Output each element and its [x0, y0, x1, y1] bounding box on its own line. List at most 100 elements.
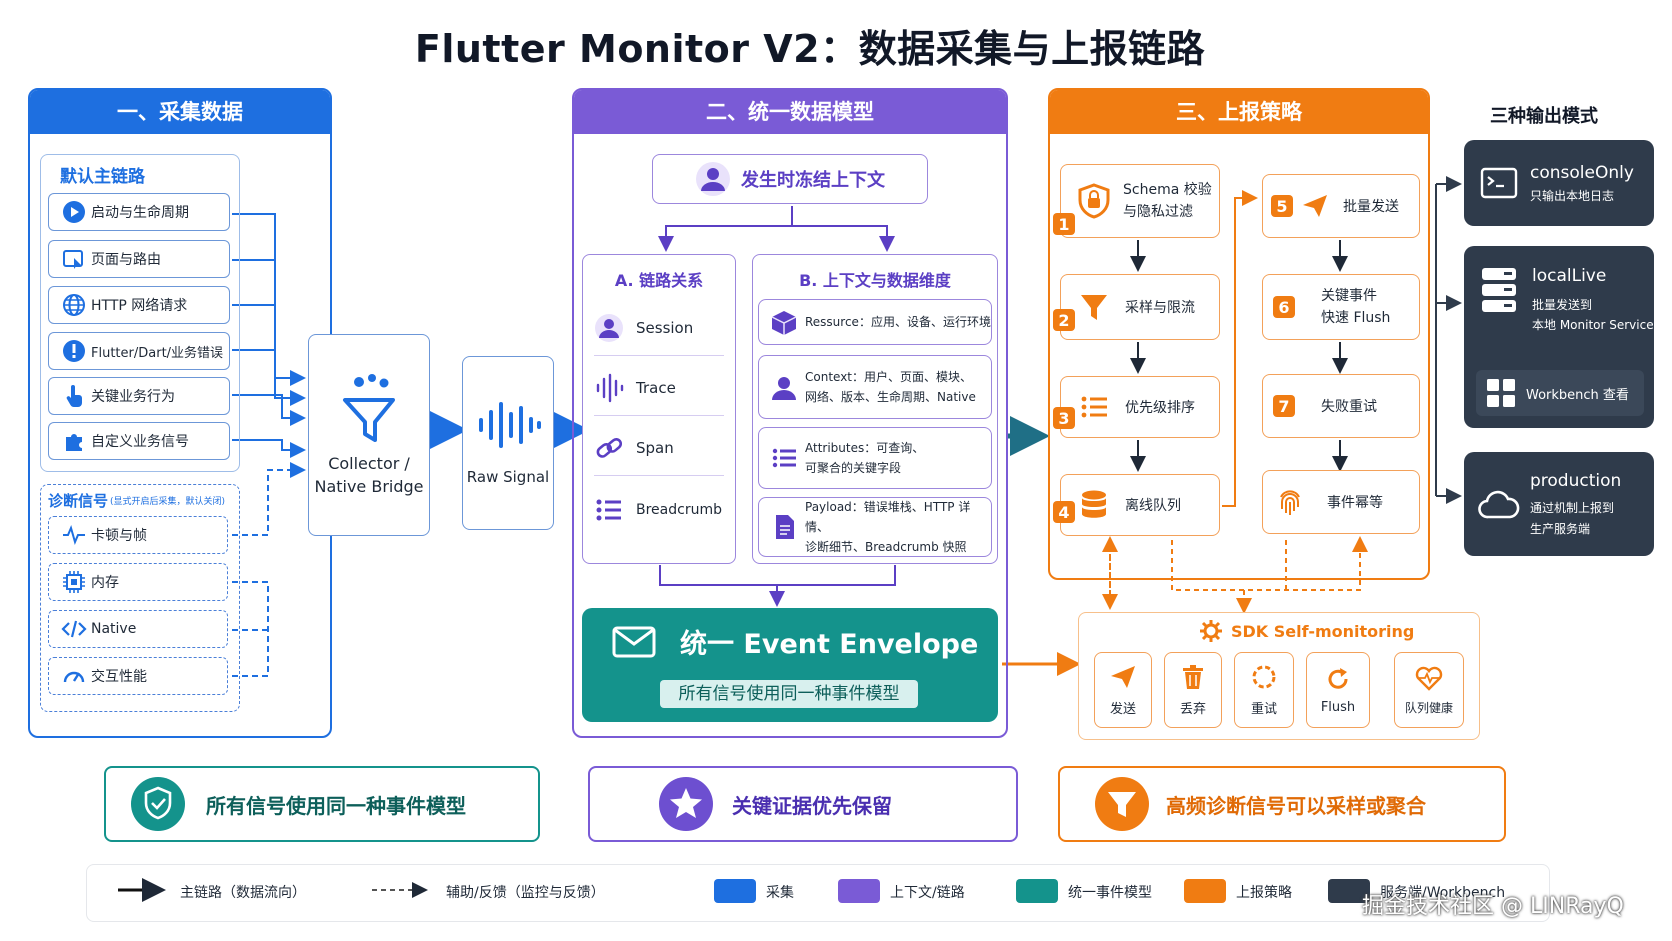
- step-number: 4: [1053, 501, 1075, 523]
- freeze-context-box[interactable]: 发生时冻结上下文: [652, 154, 928, 204]
- output-production[interactable]: production 通过机制上报到 生产服务端: [1464, 452, 1654, 556]
- diag-interaction[interactable]: 交互性能: [48, 657, 228, 695]
- selfmon-flush[interactable]: Flush: [1306, 652, 1370, 728]
- step-fast-flush[interactable]: 6 关键事件 快速 Flush: [1262, 274, 1420, 340]
- step-line2: 快速 Flush: [1321, 310, 1391, 326]
- source-lifecycle[interactable]: 启动与生命周期: [48, 193, 230, 231]
- output-name: production: [1530, 471, 1622, 491]
- diag-native[interactable]: Native: [48, 610, 228, 648]
- workbench-row[interactable]: Workbench 查看: [1476, 370, 1644, 416]
- chain-relations-title: A. 链路关系: [614, 271, 704, 290]
- step-number: 1: [1053, 213, 1075, 235]
- step-priority[interactable]: 3 优先级排序: [1053, 376, 1220, 438]
- relation-breadcrumb[interactable]: Breadcrumb: [594, 482, 730, 538]
- step-sampling[interactable]: 2 采样与限流: [1053, 274, 1220, 340]
- output-text: production 通过机制上报到 生产服务端: [1530, 471, 1621, 537]
- selfmon-label: 重试: [1250, 701, 1277, 717]
- source-http[interactable]: HTTP 网络请求: [48, 286, 230, 324]
- shield-check-icon: [131, 777, 185, 831]
- terminal-icon: [1480, 167, 1518, 199]
- dimension-attributes[interactable]: Attributes：可查询、 可聚合的关键字段: [758, 427, 992, 489]
- selfmon-drop[interactable]: 丢弃: [1164, 652, 1222, 728]
- dimension-text: Context：用户、页面、模块、 网络、版本、生命周期、Native: [805, 367, 976, 407]
- dimension-line1: Context：用户、页面、模块、: [805, 370, 973, 384]
- output-name: consoleOnly: [1530, 162, 1634, 183]
- mail-icon: [612, 626, 656, 657]
- output-desc1: 批量发送到: [1532, 298, 1593, 312]
- selfmon-label: 发送: [1109, 701, 1136, 717]
- selfmon-retry[interactable]: 重试: [1234, 652, 1294, 728]
- alert-icon: [57, 339, 91, 363]
- strategy-section: 三、上报策略: [1048, 88, 1430, 580]
- source-business-action[interactable]: 关键业务行为: [48, 377, 230, 415]
- step-batch-send[interactable]: 5 批量发送: [1262, 174, 1420, 238]
- user-icon: [772, 377, 796, 400]
- step-offline-queue[interactable]: 4 离线队列: [1053, 474, 1220, 536]
- grid-icon: [1487, 379, 1515, 407]
- event-envelope-box[interactable]: 统一 Event Envelope 所有信号使用同一种事件模型: [582, 608, 998, 722]
- selfmon-send[interactable]: 发送: [1094, 652, 1152, 728]
- relation-span[interactable]: Span: [594, 420, 724, 476]
- step-number: 7: [1273, 395, 1295, 417]
- dimension-text: Attributes：可查询、 可聚合的关键字段: [805, 438, 924, 478]
- waveform-icon: [596, 373, 624, 402]
- selfmon-queue-health[interactable]: 队列健康: [1394, 652, 1464, 728]
- dimension-line2: 网络、版本、生命周期、Native: [805, 390, 976, 404]
- output-text: consoleOnly 只输出本地日志: [1530, 163, 1634, 204]
- step-text: Schema 校验 与隐私过滤: [1123, 179, 1212, 223]
- step-idempotent[interactable]: 事件幂等: [1262, 470, 1420, 534]
- send-icon: [1111, 665, 1135, 688]
- raw-signal-label: Raw Signal: [466, 468, 550, 486]
- step-retry[interactable]: 7 失败重试: [1262, 374, 1420, 438]
- diagnostic-title: 诊断信号: [48, 492, 109, 510]
- step-line1: 失败重试: [1321, 399, 1377, 415]
- envelope-title-row: 统一 Event Envelope: [612, 622, 978, 661]
- collector-bridge[interactable]: Collector / Native Bridge: [308, 334, 430, 536]
- database-icon: [1082, 490, 1106, 518]
- diag-label: 内存: [91, 575, 119, 591]
- step-schema-validation[interactable]: 1 Schema 校验 与隐私过滤: [1053, 164, 1220, 238]
- dimension-payload[interactable]: Payload：错误堆栈、HTTP 详情、 诊断细节、Breadcrumb 快照: [758, 497, 992, 557]
- user-icon: [595, 313, 623, 342]
- self-monitoring-title: SDK Self-monitoring: [1231, 621, 1415, 641]
- watermark: 掘金技术社区 @ LINRayQ: [1362, 894, 1624, 919]
- heart-pulse-icon: [1415, 666, 1443, 691]
- relation-session[interactable]: Session: [594, 300, 724, 356]
- diag-label: 卡顿与帧: [91, 528, 147, 544]
- cloud-icon: [1478, 490, 1520, 519]
- source-page-route[interactable]: 页面与路由: [48, 240, 230, 278]
- user-icon: [696, 162, 730, 196]
- diag-memory[interactable]: 内存: [48, 563, 228, 601]
- gear-icon: [1200, 620, 1222, 642]
- link-icon: [596, 437, 623, 458]
- waveform-icon: [479, 402, 541, 448]
- collect-header: 一、采集数据: [30, 90, 330, 134]
- output-local-live[interactable]: localLive 批量发送到 本地 Monitor Service Workb…: [1464, 246, 1654, 428]
- collector-line1: Collector /: [328, 454, 410, 473]
- output-console-only[interactable]: consoleOnly 只输出本地日志: [1464, 140, 1654, 226]
- dimension-text: Ressurce：应用、设备、运行环境: [805, 313, 991, 331]
- raw-signal-box[interactable]: Raw Signal: [462, 356, 554, 530]
- chip-icon: [57, 570, 91, 594]
- dimension-resource[interactable]: Ressurce：应用、设备、运行环境: [758, 299, 992, 345]
- diag-jank[interactable]: 卡顿与帧: [48, 516, 228, 554]
- legend-swatch: [1016, 879, 1058, 903]
- dimension-line2: 诊断细节、Breadcrumb 快照: [805, 540, 967, 554]
- refresh-icon: [1252, 665, 1276, 688]
- relation-label: Breadcrumb: [636, 502, 722, 518]
- source-errors[interactable]: Flutter/Dart/业务错误: [48, 332, 230, 370]
- send-icon: [1303, 195, 1327, 217]
- strategy-header: 三、上报策略: [1050, 90, 1428, 134]
- principle-unified-model: 所有信号使用同一种事件模型: [104, 766, 540, 842]
- relation-trace[interactable]: Trace: [594, 360, 724, 416]
- source-label: Flutter/Dart/业务错误: [91, 345, 224, 361]
- browser-cursor-icon: [57, 247, 91, 271]
- collector-line2: Native Bridge: [314, 477, 424, 496]
- funnel-icon: [343, 374, 395, 442]
- output-desc1: 通过机制上报到: [1530, 501, 1615, 515]
- step-number: 5: [1271, 195, 1293, 217]
- dimension-context[interactable]: Context：用户、页面、模块、 网络、版本、生命周期、Native: [758, 355, 992, 419]
- source-custom-signal[interactable]: 自定义业务信号: [48, 422, 230, 460]
- selfmon-label: Flush: [1320, 699, 1356, 715]
